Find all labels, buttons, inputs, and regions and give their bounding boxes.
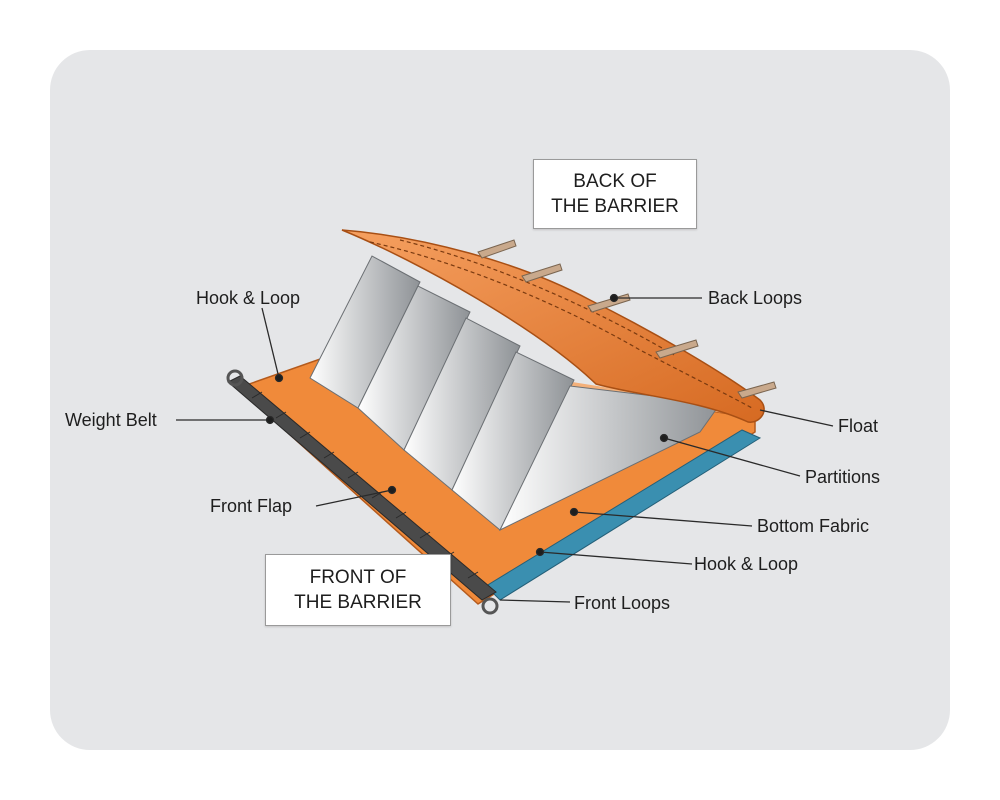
label-weight-belt: Weight Belt [65, 410, 157, 430]
back-box-line2: THE BARRIER [534, 194, 696, 219]
back-loop-strap [478, 240, 516, 258]
label-back-loops: Back Loops [708, 288, 802, 308]
label-hook-loop-bottom: Hook & Loop [694, 554, 798, 574]
label-hook-loop-top: Hook & Loop [196, 288, 300, 308]
front-of-barrier-box: FRONT OF THE BARRIER [265, 554, 451, 626]
front-loop-ring [483, 599, 497, 613]
label-bottom-fabric: Bottom Fabric [757, 516, 869, 536]
label-front-flap: Front Flap [210, 496, 292, 516]
label-partitions: Partitions [805, 467, 880, 487]
label-float: Float [838, 416, 878, 436]
front-box-line2: THE BARRIER [266, 590, 450, 615]
front-box-line1: FRONT OF [266, 565, 450, 590]
back-box-line1: BACK OF [534, 169, 696, 194]
back-loop-strap [738, 382, 776, 398]
label-front-loops: Front Loops [574, 593, 670, 613]
back-of-barrier-box: BACK OF THE BARRIER [533, 159, 697, 229]
